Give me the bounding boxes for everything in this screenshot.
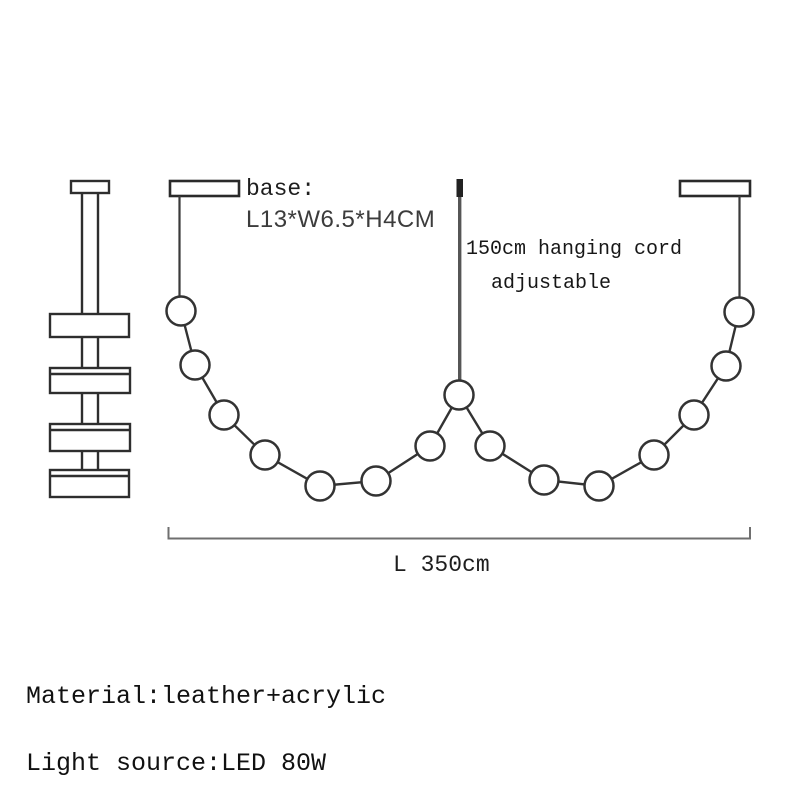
lamp-diagram xyxy=(48,179,755,540)
bead-lamp xyxy=(304,470,336,502)
bead-lamp xyxy=(528,464,560,496)
stack-top-cap xyxy=(69,179,111,195)
bead-lamp xyxy=(443,379,475,411)
cord-length-note: 150cm hanging cord xyxy=(466,238,683,261)
bead-lamp xyxy=(165,295,197,327)
hanging-cord-center-cap xyxy=(456,179,463,197)
stack-disc-3 xyxy=(48,422,132,453)
bead-lamp xyxy=(710,350,742,382)
stack-disc-1 xyxy=(48,312,131,339)
base-label: base: xyxy=(246,176,316,202)
bead-lamps xyxy=(165,295,755,502)
overall-length-label: L 350cm xyxy=(393,552,490,578)
bead-lamp xyxy=(474,430,506,462)
base-dimensions-label: L13*W6.5*H4CM xyxy=(246,206,436,233)
bead-lamp xyxy=(208,399,240,431)
side-view-stack xyxy=(48,179,132,499)
cord-adjustable-note: adjustable xyxy=(491,272,612,295)
bead-chain xyxy=(165,295,755,502)
dimension-line-350cm xyxy=(167,527,751,540)
bead-lamp xyxy=(249,439,281,471)
material-spec: Material:leather+acrylic xyxy=(26,682,387,711)
stack-disc-2 xyxy=(48,366,132,395)
bead-lamp xyxy=(414,430,446,462)
bead-lamp xyxy=(723,296,755,328)
bead-lamp xyxy=(638,439,670,471)
stack-disc-4 xyxy=(48,468,131,499)
light-source-spec: Light source:LED 80W xyxy=(26,749,327,778)
bead-lamp xyxy=(583,470,615,502)
bead-lamp xyxy=(360,465,392,497)
bead-lamp xyxy=(678,399,710,431)
ceiling-mount-left xyxy=(168,179,241,198)
bead-lamp xyxy=(179,349,211,381)
ceiling-mount-right xyxy=(678,179,752,198)
